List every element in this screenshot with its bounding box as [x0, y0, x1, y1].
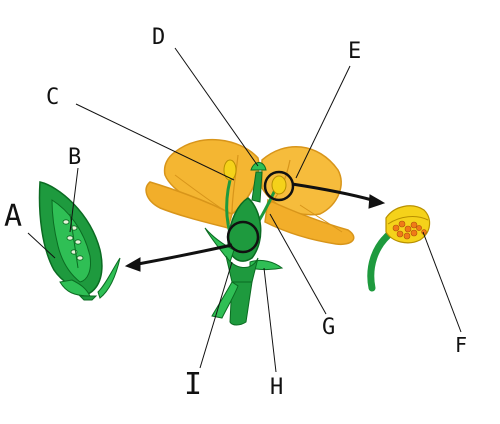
- ovary-section-inset: [38, 181, 121, 301]
- label-f: F: [455, 333, 467, 357]
- label-d: D: [152, 25, 165, 50]
- label-i: I: [184, 367, 202, 402]
- zoom-circle-ovary: [226, 220, 260, 254]
- ovary-cavity: [51, 199, 91, 283]
- ovary: [227, 197, 262, 262]
- leader-h: [263, 267, 277, 373]
- leader-i: [199, 261, 233, 369]
- label-g: G: [322, 315, 335, 340]
- anther-right: [271, 175, 287, 195]
- inset-filament: [367, 228, 396, 292]
- leader-g: [269, 213, 327, 315]
- style: [251, 171, 263, 203]
- leader-c: [75, 103, 235, 181]
- leader-a: [27, 232, 56, 259]
- leader-lines: [27, 47, 462, 373]
- flower: [145, 138, 355, 326]
- label-c: C: [46, 85, 59, 110]
- arrow-to-stamen-inset: [291, 182, 373, 202]
- stigma: [250, 162, 267, 171]
- label-b: B: [68, 145, 81, 170]
- labels: A B C D E F G H I: [4, 25, 467, 402]
- label-e: E: [348, 39, 361, 64]
- label-h: H: [270, 375, 283, 400]
- leader-b: [69, 167, 79, 233]
- anther-left: [223, 159, 237, 181]
- leader-e: [295, 65, 351, 179]
- arrows: [124, 182, 386, 272]
- zoom-circle-anther: [263, 170, 295, 202]
- ovules: [62, 219, 84, 261]
- petal-right: [264, 198, 355, 246]
- label-a: A: [4, 199, 22, 234]
- receptacle: [225, 255, 259, 283]
- sepal-right: [249, 259, 284, 270]
- leader-d: [174, 47, 259, 167]
- petal-left: [145, 181, 233, 229]
- leader-f: [422, 231, 462, 333]
- arrow-to-ovary-inset: [137, 243, 233, 266]
- stamen-inset: [367, 205, 431, 292]
